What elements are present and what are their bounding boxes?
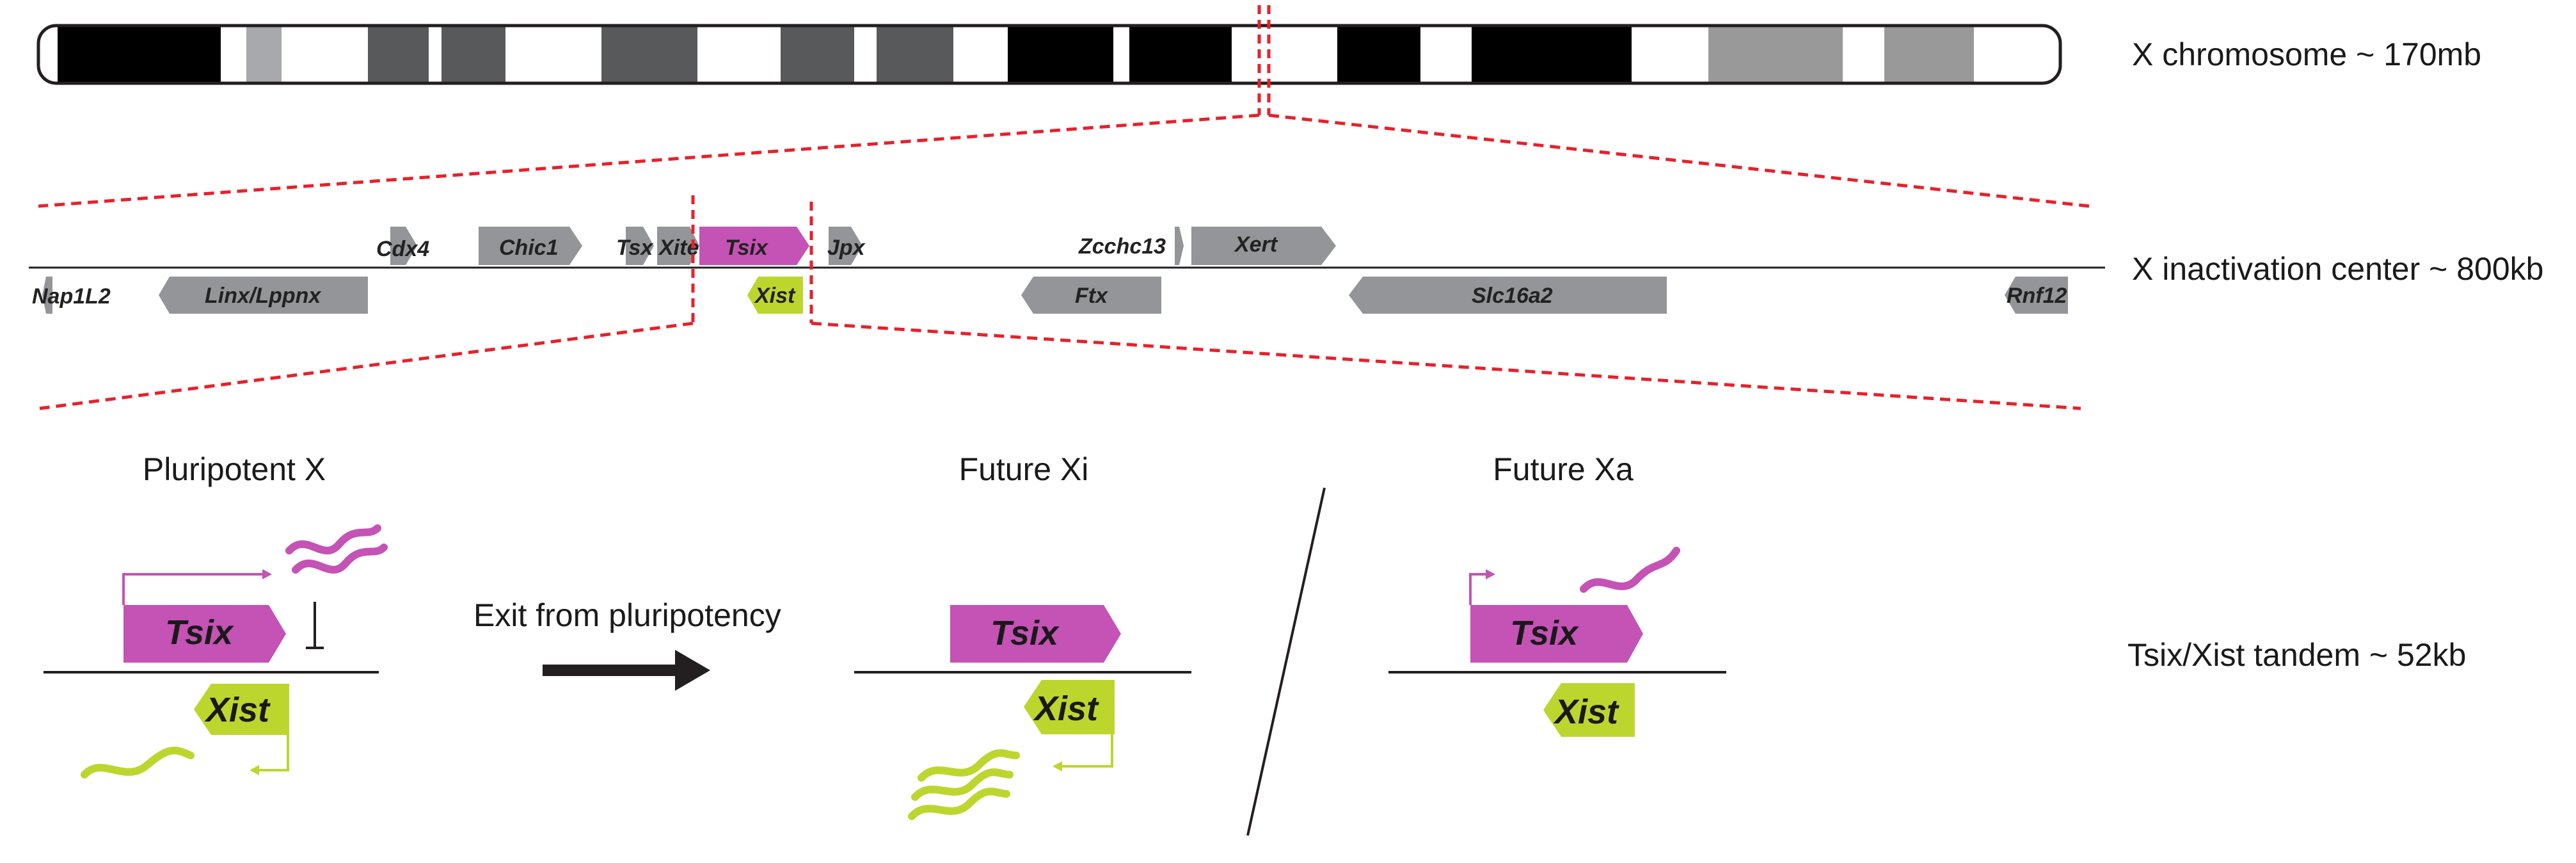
gene-nap1l2 bbox=[42, 277, 52, 314]
chromosome-ideogram bbox=[36, 5, 2062, 115]
tsix-gene-label: Tsix bbox=[1510, 614, 1579, 652]
band bbox=[246, 26, 282, 83]
gene-label-linx: Linx/Lppnx bbox=[205, 284, 322, 308]
gene-chic1 bbox=[479, 227, 582, 265]
gene-label-xist: Xist bbox=[754, 284, 796, 308]
band bbox=[1472, 26, 1632, 83]
tsix-gene-label: Tsix bbox=[990, 614, 1060, 652]
band bbox=[601, 26, 697, 83]
transition-arrowhead bbox=[675, 650, 710, 691]
band bbox=[58, 26, 221, 83]
xist-gene-box bbox=[194, 684, 289, 735]
xist-rna-wave bbox=[918, 749, 1020, 782]
panel-future-xi: Future Xi Tsix Xist bbox=[854, 451, 1191, 820]
panel-title-pluripotent: Pluripotent X bbox=[143, 451, 326, 487]
panel-divider bbox=[1246, 487, 1326, 836]
tsix-rna-wave bbox=[292, 544, 388, 574]
gene-label-nap1l2: Nap1L2 bbox=[32, 284, 111, 309]
gene-linx bbox=[159, 277, 368, 314]
row-label-chromosome: X chromosome ~ 170mb bbox=[2132, 36, 2481, 72]
gene-label-tsix: Tsix bbox=[725, 236, 769, 260]
xist-gene-label: Xist bbox=[204, 691, 271, 729]
panel-title-future-xa: Future Xa bbox=[1493, 451, 1634, 487]
gene-rnf12 bbox=[2005, 277, 2068, 314]
gene-xert bbox=[1191, 227, 1336, 265]
transition: Exit from pluripotency bbox=[473, 597, 781, 691]
band bbox=[368, 26, 429, 83]
band bbox=[1708, 26, 1843, 83]
gene-ftx bbox=[1021, 277, 1161, 314]
row-label-tandem: Tsix/Xist tandem ~ 52kb bbox=[2127, 637, 2466, 673]
transition-label: Exit from pluripotency bbox=[473, 597, 781, 633]
tsix-promoter-arrowhead bbox=[1486, 569, 1495, 579]
gene-label-zcchc13: Zcchc13 bbox=[1078, 234, 1166, 259]
panel-title-future-xi: Future Xi bbox=[959, 451, 1089, 487]
gene-label-ftx: Ftx bbox=[1075, 284, 1109, 308]
zoom-lines-top bbox=[38, 113, 2090, 208]
gene-label-slc16a2: Slc16a2 bbox=[1472, 284, 1553, 308]
gene-label-cdx4: Cdx4 bbox=[376, 237, 429, 261]
gene-label-chic1: Chic1 bbox=[499, 236, 559, 260]
xist-rna-wave bbox=[908, 787, 1010, 820]
gene-slc16a2 bbox=[1349, 277, 1667, 314]
gene-label-rnf12: Rnf12 bbox=[2007, 284, 2067, 308]
tsix-gene-label: Tsix bbox=[165, 613, 234, 652]
tsix-gene-box bbox=[123, 605, 286, 663]
gene-cdx4 bbox=[390, 227, 417, 265]
xic-map: Cdx4 Chic1 Tsx Xite Tsix Jpx Zcchc13 Xer… bbox=[29, 195, 2105, 323]
xist-promoter-arrowhead bbox=[1053, 761, 1062, 771]
tsix-promoter-arrowhead bbox=[262, 569, 272, 579]
tsix-rna-wave bbox=[285, 524, 381, 554]
gene-xist bbox=[747, 277, 803, 314]
gene-jpx bbox=[829, 227, 863, 265]
xist-gene-label: Xist bbox=[1033, 690, 1099, 728]
tsix-gene-box bbox=[1470, 605, 1643, 663]
xist-rna-wave bbox=[81, 746, 195, 778]
gene-label-xert: Xert bbox=[1234, 232, 1278, 257]
tsix-promoter-arrow bbox=[1469, 573, 1486, 605]
band bbox=[1008, 26, 1113, 83]
tsix-rna-wave bbox=[1580, 547, 1680, 593]
xist-gene-box bbox=[1543, 683, 1635, 737]
gene-label-tsx: Tsx bbox=[616, 236, 654, 260]
xist-promoter-arrowhead bbox=[250, 765, 259, 775]
band bbox=[441, 26, 505, 83]
tsix-promoter-arrow bbox=[122, 573, 262, 605]
gene-tsix bbox=[699, 227, 809, 265]
gene-tsx bbox=[626, 227, 654, 265]
band bbox=[1129, 26, 1232, 83]
xist-rna-wave bbox=[911, 768, 1014, 801]
xist-promoter-arrow bbox=[259, 735, 289, 771]
gene-xite bbox=[657, 227, 699, 265]
band bbox=[1884, 26, 1974, 83]
panel-pluripotent: Pluripotent X Tsix Xist bbox=[44, 451, 388, 778]
band bbox=[1337, 26, 1420, 83]
row-label-xic: X inactivation center ~ 800kb bbox=[2132, 251, 2543, 287]
zoom-lines-bottom bbox=[39, 321, 2081, 410]
panel-future-xa: Future Xa Tsix Xist bbox=[1388, 451, 1726, 737]
gene-label-jpx: Jpx bbox=[827, 236, 866, 260]
band bbox=[877, 26, 953, 83]
xist-promoter-arrow bbox=[1062, 734, 1113, 768]
xist-gene-box bbox=[1024, 680, 1115, 734]
band bbox=[781, 26, 854, 83]
xist-gene-label: Xist bbox=[1553, 693, 1619, 731]
gene-zcchc13 bbox=[1175, 227, 1184, 265]
tsix-gene-box bbox=[950, 605, 1121, 663]
